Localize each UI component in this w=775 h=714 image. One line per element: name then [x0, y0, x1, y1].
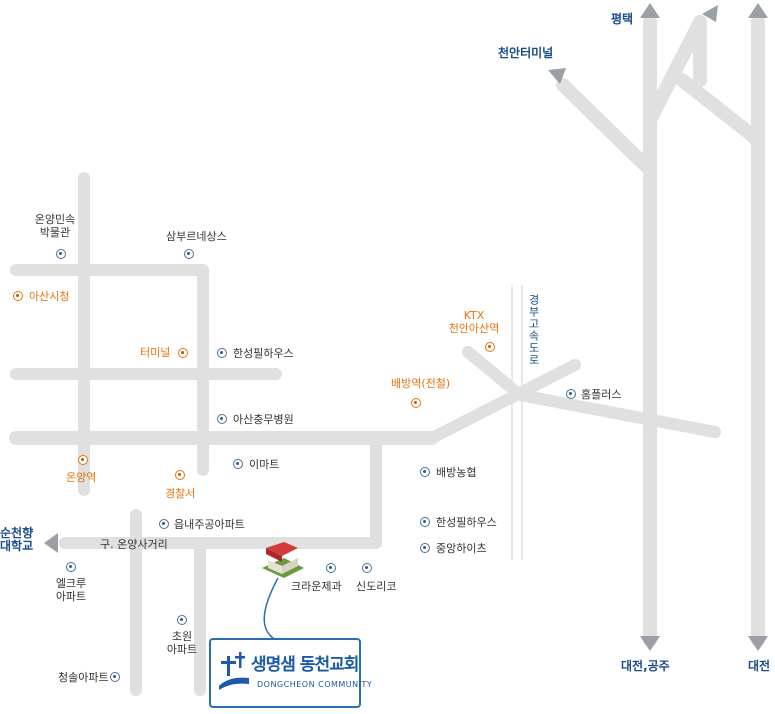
church-name: 생명샘 동천교회 — [251, 655, 359, 675]
arrow-up-icon — [748, 3, 768, 18]
church-logo-icon — [219, 652, 249, 690]
direction-daejeon: 대전 — [748, 659, 771, 673]
location-pin-icon — [175, 470, 185, 480]
location-pin-icon — [233, 459, 243, 469]
church-building-icon — [262, 542, 304, 578]
place-onyang-folk-museum: 온양민속 박물관 — [30, 213, 80, 239]
place-cheongsol-apartment: 청솔아파트 — [58, 671, 109, 684]
location-pin-icon — [420, 467, 430, 477]
place-sambureu: 삼부르네상스 — [166, 230, 227, 243]
direction-daejeon-gongju: 대전,공주 — [621, 659, 670, 673]
arrow-down-icon — [748, 636, 768, 651]
location-pin-icon — [159, 519, 169, 529]
place-onyang-station: 온양역 — [66, 471, 97, 484]
location-pin-icon — [184, 249, 194, 259]
location-pin-icon — [78, 455, 88, 465]
callout-connector — [263, 577, 279, 641]
expressway-track — [511, 285, 523, 560]
place-asan-chungmu-hospital: 아산충무병원 — [233, 413, 294, 426]
east-road — [514, 389, 721, 438]
direction-cheonan-terminal: 천안터미널 — [498, 46, 554, 60]
place-label-line2: 아파트 — [166, 643, 198, 656]
direction-soonchunhyang-line1: 순천향 — [0, 526, 34, 540]
direction-soonchunhyang-line2: 대학교 — [0, 539, 34, 553]
arrow-up-right-icon — [702, 5, 718, 22]
location-pin-icon — [56, 249, 66, 259]
place-label-line1: 온양민속 — [34, 213, 76, 226]
expressway-label: 경부고속도로 — [527, 294, 540, 366]
location-pin-icon — [326, 563, 336, 573]
location-pin-icon — [13, 291, 23, 301]
church-callout: 생명샘 동천교회 DONGCHEON COMMUNITY — [209, 638, 372, 708]
place-ktx-cheonan-asan-station: KTX 천안아산역 — [444, 309, 504, 335]
place-hansung-pil-house-2: 한성필하우스 — [436, 516, 497, 529]
location-pin-icon — [110, 672, 120, 682]
place-terminal: 터미널 — [140, 346, 171, 359]
location-pin-icon — [177, 615, 187, 625]
arrow-left-icon — [44, 533, 58, 553]
baebang-road — [426, 359, 581, 444]
church-english-name: DONGCHEON COMMUNITY — [257, 680, 373, 689]
place-eupnae-apartment: 읍내주공아파트 — [174, 518, 245, 531]
location-pin-icon — [178, 348, 188, 358]
location-pin-icon — [485, 342, 495, 352]
place-jungang-heights: 중앙하이츠 — [436, 542, 487, 555]
place-emart: 이마트 — [249, 458, 280, 471]
highway-ramp-road — [643, 15, 707, 127]
direction-pyeongtaek: 평택 — [611, 12, 634, 26]
location-pin-icon — [217, 348, 227, 358]
place-label-line2: 천안아산역 — [448, 322, 500, 335]
place-police-station: 경찰서 — [165, 487, 196, 500]
place-crown-confectionery: 크라운제과 — [291, 580, 342, 593]
place-label-line1: KTX — [463, 309, 485, 322]
location-pin-icon — [420, 543, 430, 553]
place-shindoriko: 신도리코 — [356, 580, 397, 593]
location-pin-icon — [217, 414, 227, 424]
place-label-line2: 아파트 — [55, 590, 87, 603]
arrow-up-left-icon — [548, 68, 566, 84]
place-label-line1: 초원 — [171, 630, 193, 643]
place-old-onyang-crossroad: 구. 온양사거리 — [100, 538, 168, 551]
terminal-road — [556, 78, 657, 177]
place-label-line1: 엘크루 — [55, 577, 87, 590]
place-homeplus: 홈플러스 — [581, 388, 622, 401]
location-pin-icon — [66, 562, 76, 572]
place-label-line2: 박물관 — [39, 226, 71, 239]
arrow-up-icon — [640, 3, 660, 18]
arrow-down-icon — [640, 636, 660, 651]
place-baebang-station: 배방역(전철) — [391, 377, 451, 390]
location-pin-icon — [411, 398, 421, 408]
direction-soonchunhyang: 순천향 대학교 — [0, 527, 33, 553]
location-pin-icon — [362, 563, 372, 573]
place-asan-cityhall: 아산시청 — [29, 290, 70, 303]
ktx-road — [462, 346, 526, 401]
location-pin-icon — [566, 389, 576, 399]
place-chowon-apartment: 초원 아파트 — [160, 630, 204, 656]
place-baebang-nonghyup: 배방농협 — [436, 466, 477, 479]
highway-cross-road — [675, 73, 765, 147]
place-elcru-apartment: 엘크루 아파트 — [48, 577, 94, 603]
location-pin-icon — [420, 517, 430, 527]
place-hansung-pil-house-1: 한성필하우스 — [233, 347, 294, 360]
